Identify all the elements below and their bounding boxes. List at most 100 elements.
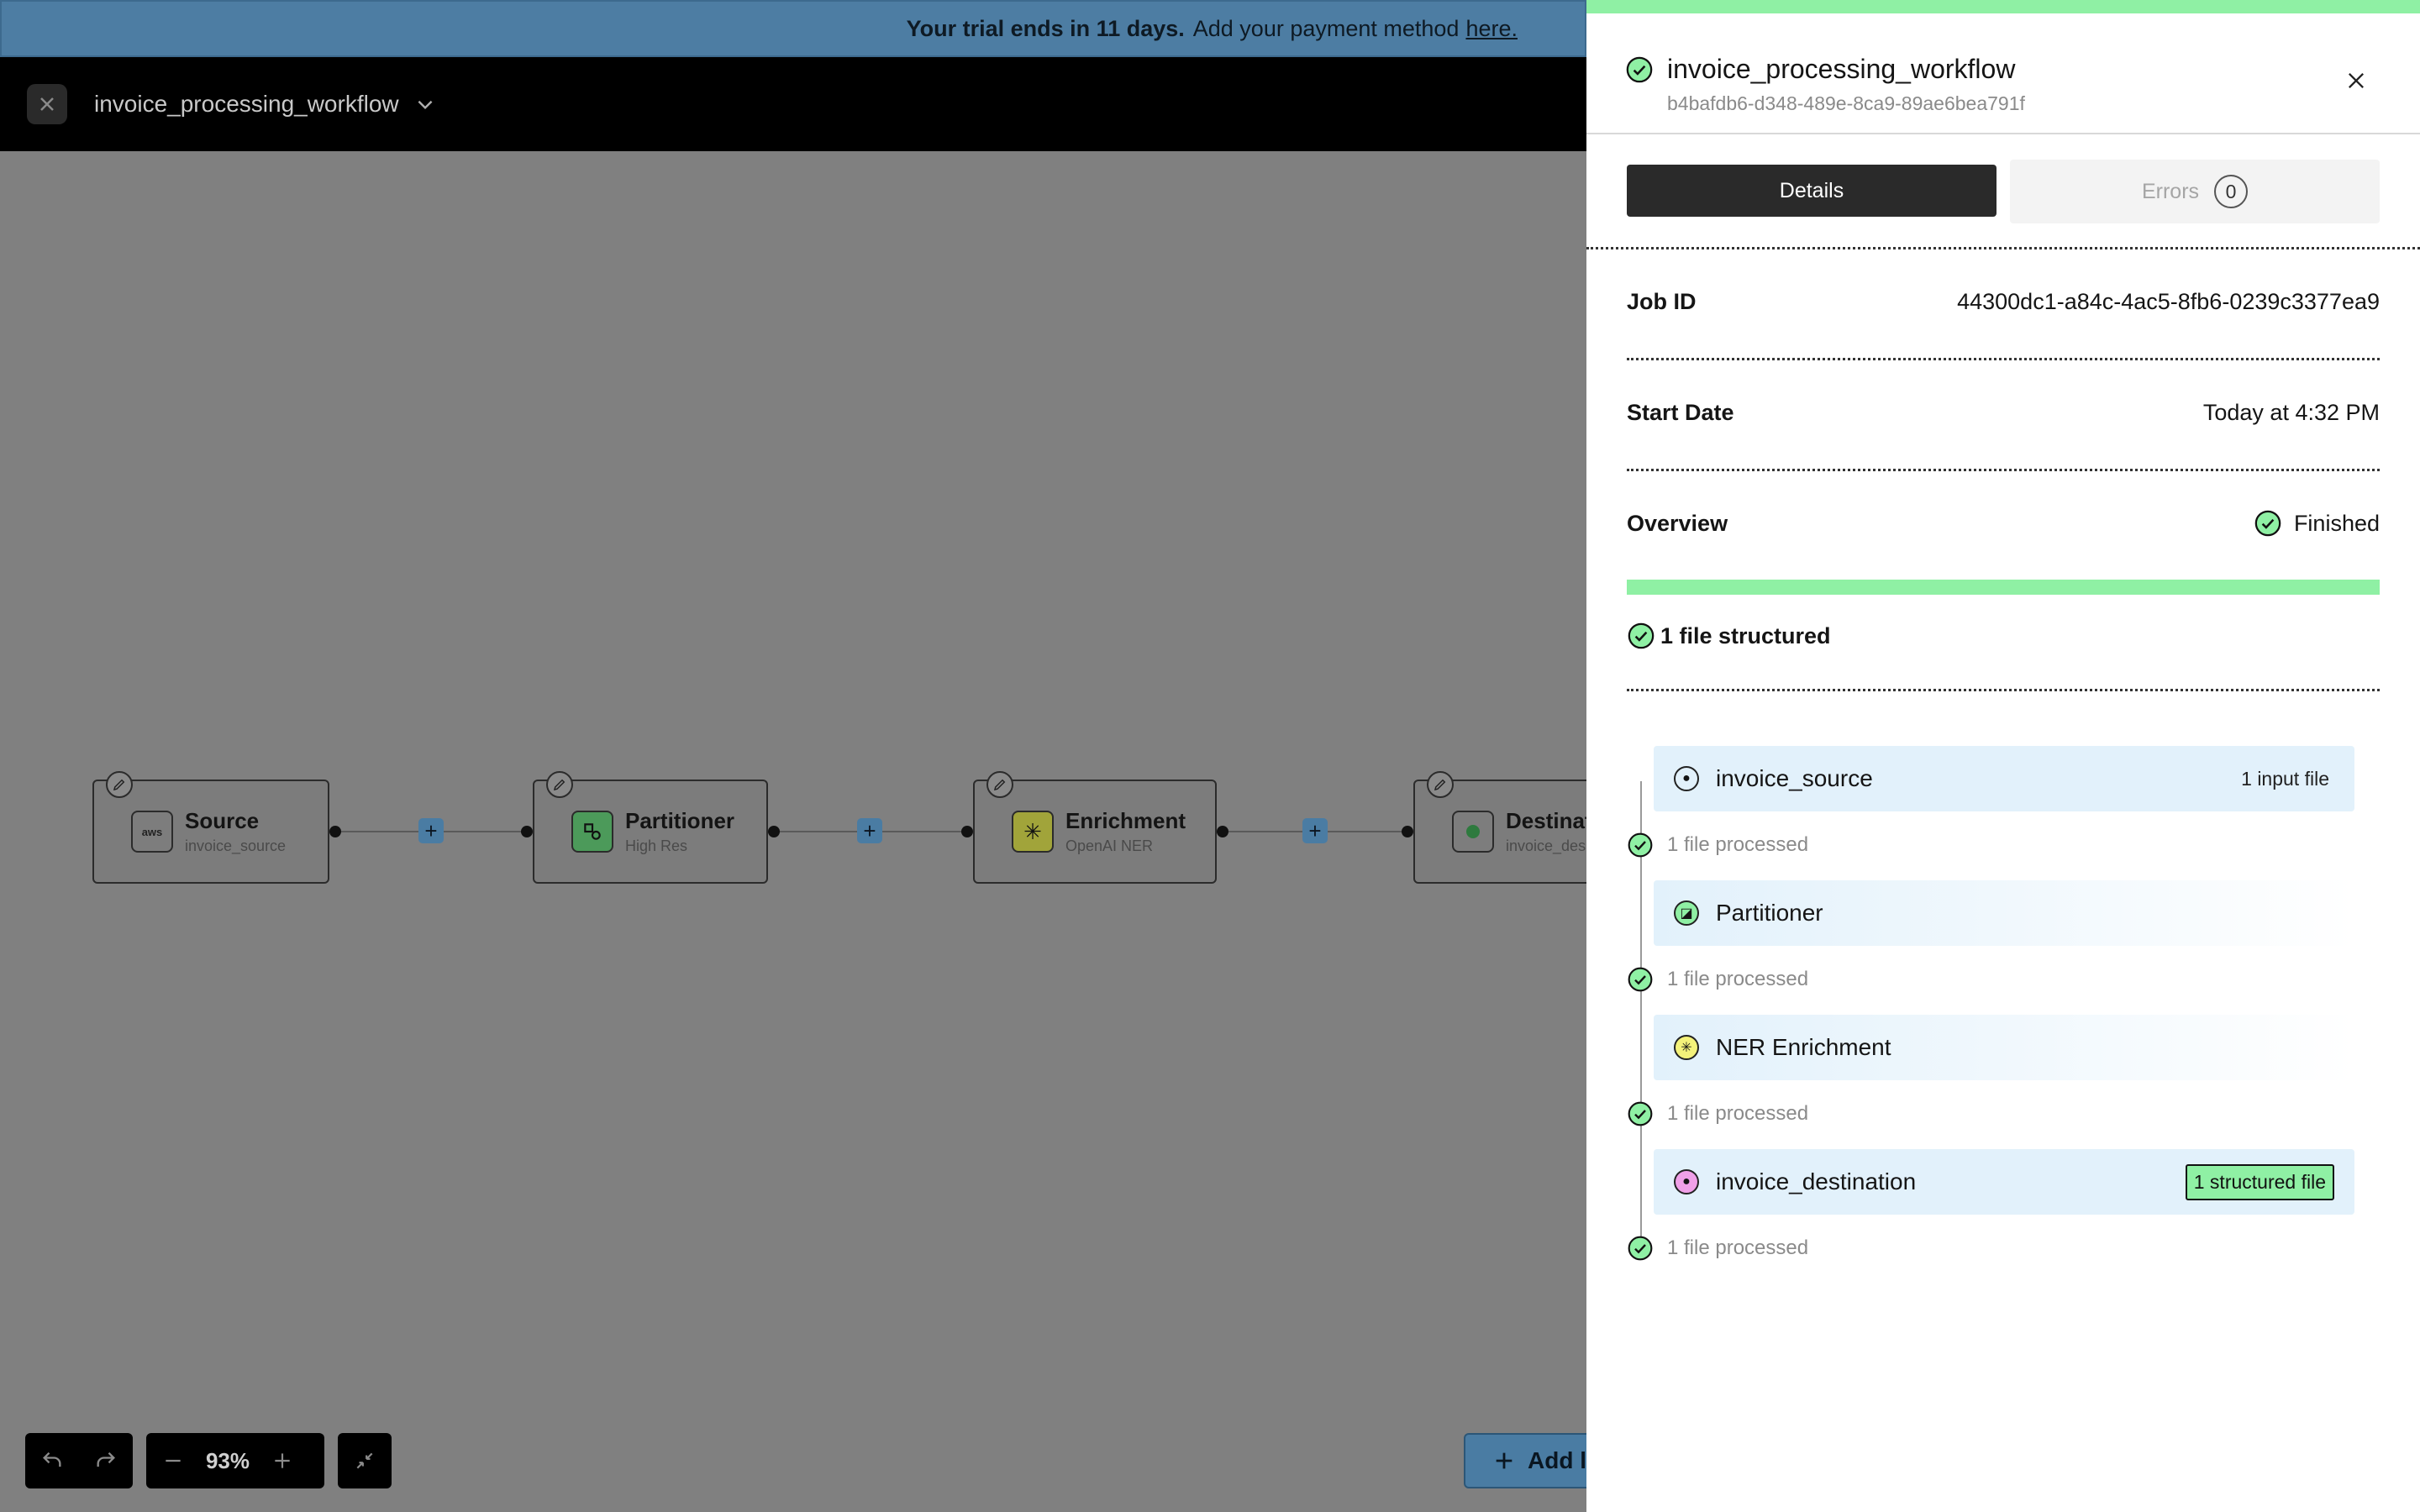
overview-progress-bar [1627, 580, 2380, 595]
source-icon: ● [1674, 766, 1699, 791]
connector-dot [1217, 826, 1228, 837]
plus-icon [271, 1450, 293, 1472]
zoom-out-button[interactable] [146, 1433, 200, 1488]
node-partitioner[interactable]: Partitioner High Res [533, 780, 768, 884]
check-circle-icon [2254, 509, 2282, 538]
connector-dot [521, 826, 533, 837]
history-controls [25, 1433, 133, 1488]
node-enrichment[interactable]: ✳ Enrichment OpenAI NER [973, 780, 1217, 884]
node-subtitle: OpenAI NER [1065, 837, 1186, 855]
check-circle-icon [1627, 1100, 1654, 1127]
edit-icon[interactable] [986, 771, 1013, 798]
close-icon [37, 94, 57, 114]
trial-banner-text: Add your payment method [1193, 16, 1460, 42]
tab-errors-label: Errors [2142, 180, 2199, 204]
zoom-controls: 93% [146, 1433, 324, 1488]
destination-icon: ● [1674, 1169, 1699, 1194]
sparkle-icon: ✳ [1012, 811, 1054, 853]
structured-summary: 1 file structured [1627, 622, 1831, 650]
close-workflow-button[interactable] [27, 84, 67, 124]
add-node-label: Add l [1528, 1447, 1586, 1474]
fit-view-button[interactable] [338, 1433, 392, 1488]
edit-icon[interactable] [546, 771, 573, 798]
trial-banner: Your trial ends in 11 days. Add your pay… [0, 0, 1586, 57]
processed-text: 1 file processed [1667, 833, 1808, 857]
connector-dot [961, 826, 973, 837]
add-node-button[interactable]: Add l [1464, 1433, 1586, 1488]
edit-icon[interactable] [106, 771, 133, 798]
divider [1586, 247, 2420, 249]
step-ner-enrichment[interactable]: ✳ NER Enrichment [1654, 1015, 2354, 1080]
node-title: Source [185, 808, 286, 834]
partitioner-icon [571, 811, 613, 853]
start-date-row: Start Date Today at 4:32 PM [1627, 400, 2380, 426]
step-name: invoice_destination [1716, 1168, 1916, 1195]
job-details-panel: invoice_processing_workflow b4bafdb6-d34… [1586, 0, 2420, 1512]
step-invoice-destination[interactable]: ● invoice_destination 1 structured file [1654, 1149, 2354, 1215]
node-source[interactable]: aws Source invoice_source [92, 780, 329, 884]
fit-view-controls [338, 1433, 392, 1488]
node-subtitle: invoice_source [185, 837, 286, 855]
step-partitioner[interactable]: ◪ Partitioner [1654, 880, 2354, 946]
overview-status: Finished [2254, 509, 2380, 538]
edit-icon[interactable] [1427, 771, 1454, 798]
collapse-icon [354, 1450, 376, 1472]
partitioner-icon: ◪ [1674, 900, 1699, 926]
undo-icon [40, 1449, 64, 1473]
redo-button[interactable] [79, 1433, 133, 1488]
structured-summary-text: 1 file structured [1660, 623, 1831, 649]
processed-text: 1 file processed [1667, 968, 1808, 991]
step-processed-status: 1 file processed [1627, 966, 1808, 993]
panel-title: invoice_processing_workflow [1667, 54, 2015, 85]
check-circle-icon [1627, 966, 1654, 993]
sparkle-icon: ✳ [1674, 1035, 1699, 1060]
start-date-label: Start Date [1627, 400, 1734, 426]
errors-count-badge: 0 [2214, 175, 2248, 208]
overview-status-text: Finished [2294, 511, 2380, 537]
divider [1627, 689, 2380, 691]
node-title: Partitioner [625, 808, 734, 834]
node-title: Destinat [1506, 808, 1586, 834]
processed-text: 1 file processed [1667, 1102, 1808, 1126]
add-node-plus-button[interactable]: + [857, 818, 882, 843]
step-name: Partitioner [1716, 900, 1823, 927]
panel-tabs: Details Errors 0 [1627, 165, 2380, 220]
structured-file-badge: 1 structured file [2186, 1164, 2334, 1200]
step-invoice-source[interactable]: ● invoice_source 1 input file [1654, 746, 2354, 811]
add-node-plus-button[interactable]: + [418, 818, 444, 843]
close-panel-button[interactable] [2344, 69, 2368, 97]
connector-dot [329, 826, 341, 837]
trial-banner-bold: Your trial ends in 11 days. [907, 16, 1185, 42]
overview-label: Overview [1627, 511, 1728, 537]
minus-icon [162, 1450, 184, 1472]
chevron-down-icon[interactable] [414, 93, 436, 115]
plus-icon [1492, 1449, 1516, 1473]
tab-errors[interactable]: Errors 0 [2010, 160, 2380, 223]
step-name: invoice_source [1716, 765, 1873, 792]
connector-dot [768, 826, 780, 837]
processed-text: 1 file processed [1667, 1236, 1808, 1260]
overview-row: Overview Finished [1627, 509, 2380, 538]
add-node-plus-button[interactable]: + [1302, 818, 1328, 843]
check-circle-icon [1625, 55, 1654, 88]
step-name: NER Enrichment [1716, 1034, 1891, 1061]
node-subtitle: High Res [625, 837, 734, 855]
step-input-count: 1 input file [2241, 768, 2329, 790]
step-processed-status: 1 file processed [1627, 832, 1808, 858]
check-circle-icon [1627, 1235, 1654, 1262]
trial-banner-link[interactable]: here. [1465, 16, 1518, 42]
status-top-bar [1586, 0, 2420, 13]
tab-details[interactable]: Details [1627, 165, 1996, 217]
node-destination[interactable]: Destinat invoice_des [1413, 780, 1586, 884]
divider [1627, 469, 2380, 471]
workflow-canvas-area: Your trial ends in 11 days. Add your pay… [0, 0, 1586, 1512]
zoom-in-button[interactable] [255, 1433, 309, 1488]
step-processed-status: 1 file processed [1627, 1235, 1808, 1262]
check-circle-icon [1627, 622, 1655, 650]
close-icon [2344, 69, 2368, 92]
node-title: Enrichment [1065, 808, 1186, 834]
workflow-name[interactable]: invoice_processing_workflow [94, 91, 399, 118]
job-id-row: Job ID 44300dc1-a84c-4ac5-8fb6-0239c3377… [1627, 289, 2380, 315]
step-processed-status: 1 file processed [1627, 1100, 1808, 1127]
undo-button[interactable] [25, 1433, 79, 1488]
